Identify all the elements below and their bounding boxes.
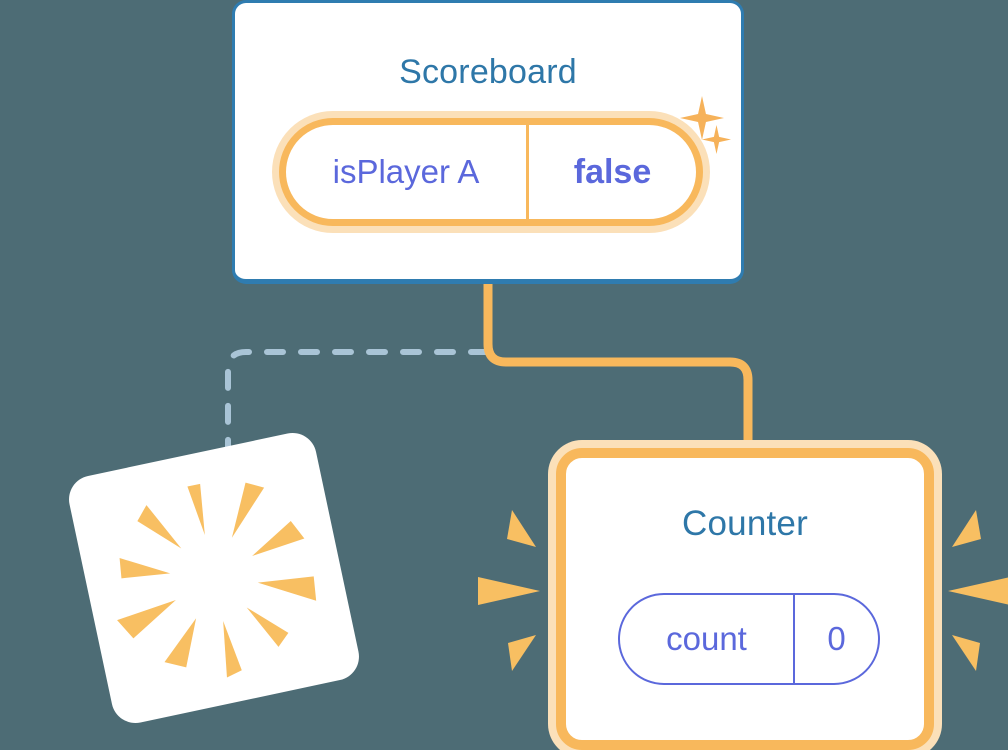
scoreboard-state-key: isPlayer A <box>286 125 529 219</box>
scoreboard-title: Scoreboard <box>399 53 577 91</box>
scoreboard-state-pill[interactable]: isPlayer A false <box>279 118 703 226</box>
counter-rays-right-icon <box>948 510 1008 671</box>
card-scoreboard[interactable]: Scoreboard isPlayer A false <box>232 0 744 284</box>
counter-title: Counter <box>682 504 808 543</box>
counter-state-key: count <box>620 595 795 683</box>
counter-state-value: 0 <box>827 620 846 657</box>
counter-state-pill[interactable]: count 0 <box>618 593 880 685</box>
scoreboard-state-value: false <box>573 152 652 191</box>
connector-solid-to-counter <box>483 284 753 458</box>
card-counter[interactable]: Counter count 0 <box>556 448 934 750</box>
burst-rays-icon <box>117 482 317 678</box>
counter-rays-left-icon <box>478 510 540 671</box>
card-blank-highlighted[interactable] <box>64 428 364 728</box>
